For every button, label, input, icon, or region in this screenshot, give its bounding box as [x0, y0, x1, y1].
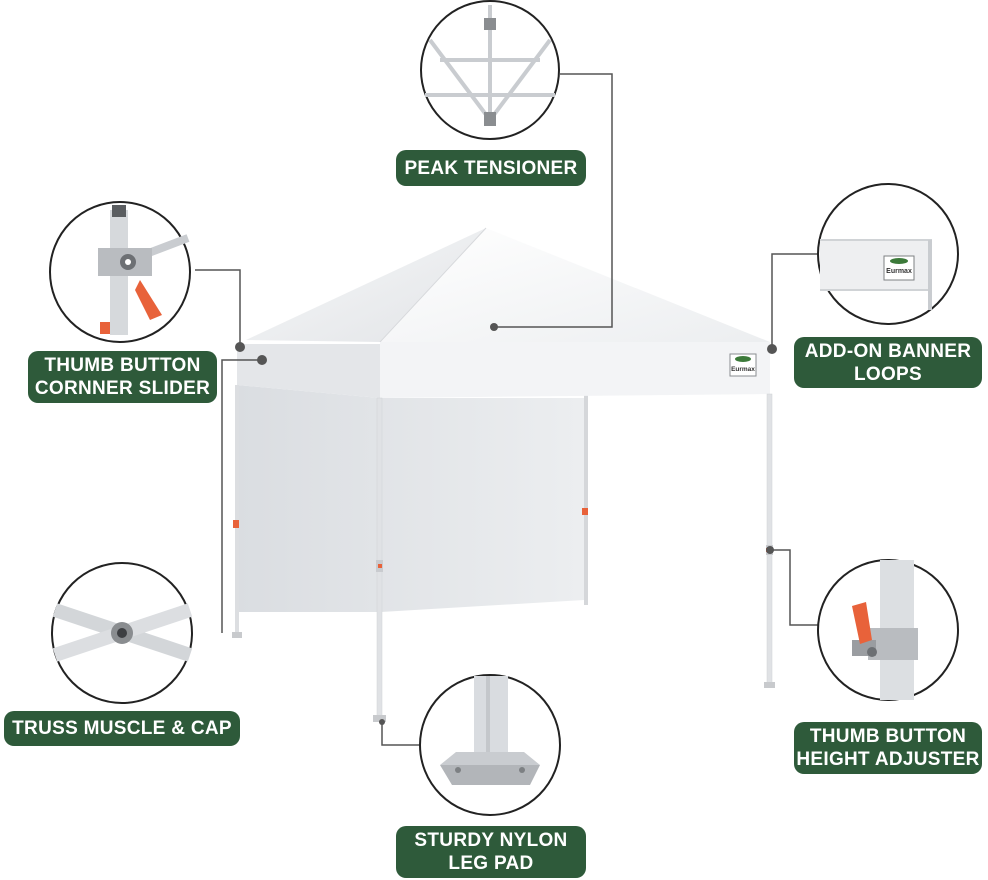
brand-logo-text: Eurmax — [731, 366, 755, 373]
label-height-adjuster: THUMB BUTTON HEIGHT ADJUSTER — [794, 722, 982, 774]
right-leg — [766, 393, 773, 685]
detail-leg-pad — [419, 674, 561, 816]
front-left-leg — [376, 397, 383, 719]
leader-lines — [195, 73, 830, 746]
label-peak-tensioner: PEAK TENSIONER — [396, 150, 586, 186]
left-leg — [235, 385, 239, 635]
roof-right-panel — [380, 228, 770, 342]
leg-foot — [373, 715, 386, 722]
detail-truss-muscle — [51, 562, 193, 704]
detail-corner-slider — [49, 201, 191, 343]
label-truss-muscle: TRUSS MUSCLE & CAP — [4, 711, 240, 746]
banner-logo-text: Eurmax — [886, 268, 912, 275]
leader-dots — [235, 323, 777, 725]
label-banner-loops: ADD-ON BANNER LOOPS — [794, 337, 982, 388]
valance-left — [237, 344, 380, 398]
detail-banner-loops: Eurmax — [817, 183, 959, 325]
side-wall — [237, 385, 584, 612]
back-leg — [584, 395, 588, 605]
valance-front — [380, 342, 770, 398]
label-corner-slider: THUMB BUTTON CORNNER SLIDER — [28, 351, 217, 403]
roof-left-panel — [246, 228, 486, 342]
label-leg-pad: STURDY NYLON LEG PAD — [396, 826, 586, 878]
detail-peak-tensioner — [420, 0, 560, 140]
detail-height-adjuster — [817, 559, 959, 701]
